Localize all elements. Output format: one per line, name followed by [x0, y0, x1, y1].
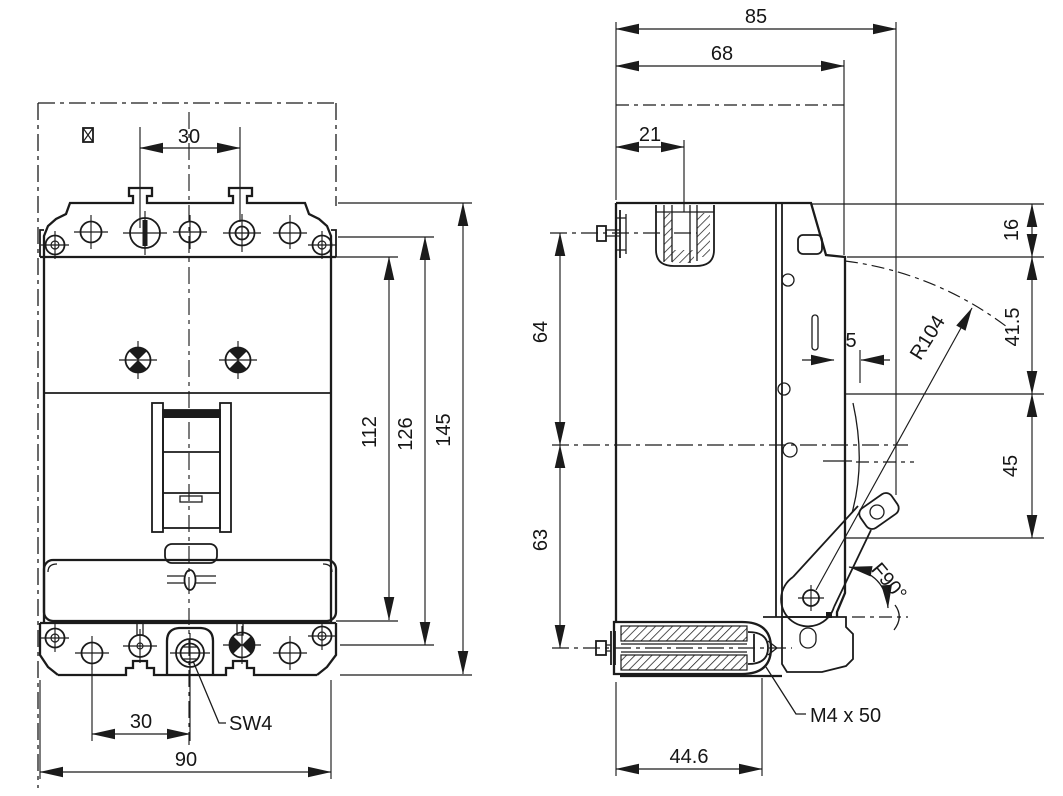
side-view-dimensions: 85 68 21 5 16 41.5 45 64 63 M4 x 50 4 [530, 6, 1044, 776]
dim-44-6: 44.6 [670, 746, 709, 768]
dim-depth-85: 85 [745, 6, 767, 28]
top-terminal-screws [41, 211, 336, 259]
dim-16: 16 [1001, 219, 1023, 241]
position-symbol [82, 127, 94, 143]
toggle-handle-front[interactable] [151, 402, 232, 533]
dim-height-112: 112 [359, 416, 381, 448]
sw4-screw[interactable] [170, 633, 210, 673]
side-view: R104 F90° 85 68 21 5 16 41.5 45 [530, 6, 1044, 776]
breaker-body-front [42, 257, 333, 623]
dim-top-pitch: 30 [178, 126, 200, 148]
dim-depth-68: 68 [711, 43, 733, 65]
top-terminal-strip [39, 186, 337, 259]
phantom-outline [37, 102, 337, 788]
toggle-lever-side[interactable] [780, 490, 901, 628]
dim-width-90: 90 [175, 749, 197, 771]
breaker-body-side [614, 201, 860, 678]
front-view: 30 112 126 145 30 90 SW4 [37, 102, 472, 788]
front-view-dimensions: 30 112 126 145 30 90 SW4 [39, 126, 472, 779]
dim-41-5: 41.5 [1002, 308, 1024, 347]
terminal-cover-front [42, 543, 338, 623]
dim-bottom-pitch: 30 [130, 711, 152, 733]
dim-63: 63 [530, 529, 552, 551]
dim-64: 64 [530, 321, 552, 343]
side-centerlines [550, 104, 914, 649]
dim-45: 45 [1000, 455, 1022, 477]
bottom-terminal-side [595, 620, 779, 676]
dim-swing-angle: F90° [867, 559, 911, 606]
label-sw4: SW4 [229, 713, 272, 735]
top-terminal-clamp-side [596, 205, 715, 267]
bottom-terminal-strip [38, 621, 338, 677]
dim-5: 5 [845, 330, 856, 352]
trip-test-button[interactable] [164, 543, 218, 564]
dim-height-126: 126 [395, 417, 417, 450]
dim-height-145: 145 [433, 413, 455, 446]
dim-21: 21 [639, 124, 661, 146]
dim-radius-r104: R104 [906, 312, 950, 364]
label-m4x50: M4 x 50 [810, 705, 881, 727]
